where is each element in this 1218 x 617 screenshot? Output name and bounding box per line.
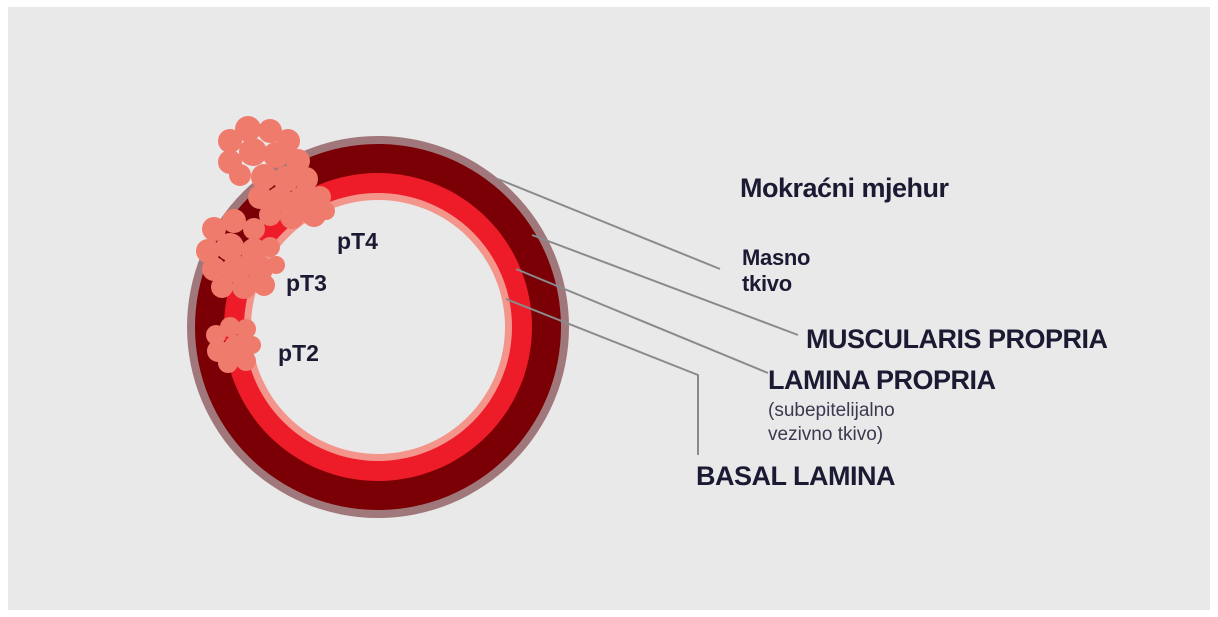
leader-line-basal	[505, 298, 699, 455]
tumor-pT2	[206, 317, 261, 373]
leader-line-lamina	[515, 268, 769, 374]
leader-line-muscularis	[531, 234, 799, 336]
lumen	[251, 200, 505, 454]
diagram-panel: Mokraćni mjehur Masno tkivo MUSCULARIS P…	[8, 7, 1210, 610]
label-fat-line2: tkivo	[742, 271, 792, 296]
label-fat: Masno	[742, 245, 811, 270]
title-bladder: Mokraćni mjehur	[740, 173, 949, 203]
label-lamina-sub1: (subepitelijalno	[768, 400, 895, 421]
label-muscularis: MUSCULARIS PROPRIA	[806, 324, 1108, 354]
label-basal: BASAL LAMINA	[696, 461, 896, 491]
stage-pT2-label: pT2	[278, 340, 319, 366]
leader-line-fat	[497, 178, 721, 270]
label-lamina-sub2: vezivno tkivo)	[768, 424, 884, 445]
bladder-wall-diagram	[187, 116, 799, 518]
tumor-pT4	[218, 116, 335, 229]
stage-pT3-label: pT3	[286, 270, 327, 296]
stage-pT4-label: pT4	[337, 228, 378, 254]
label-lamina: LAMINA PROPRIA	[768, 365, 996, 395]
tumor-pT3	[196, 209, 285, 299]
